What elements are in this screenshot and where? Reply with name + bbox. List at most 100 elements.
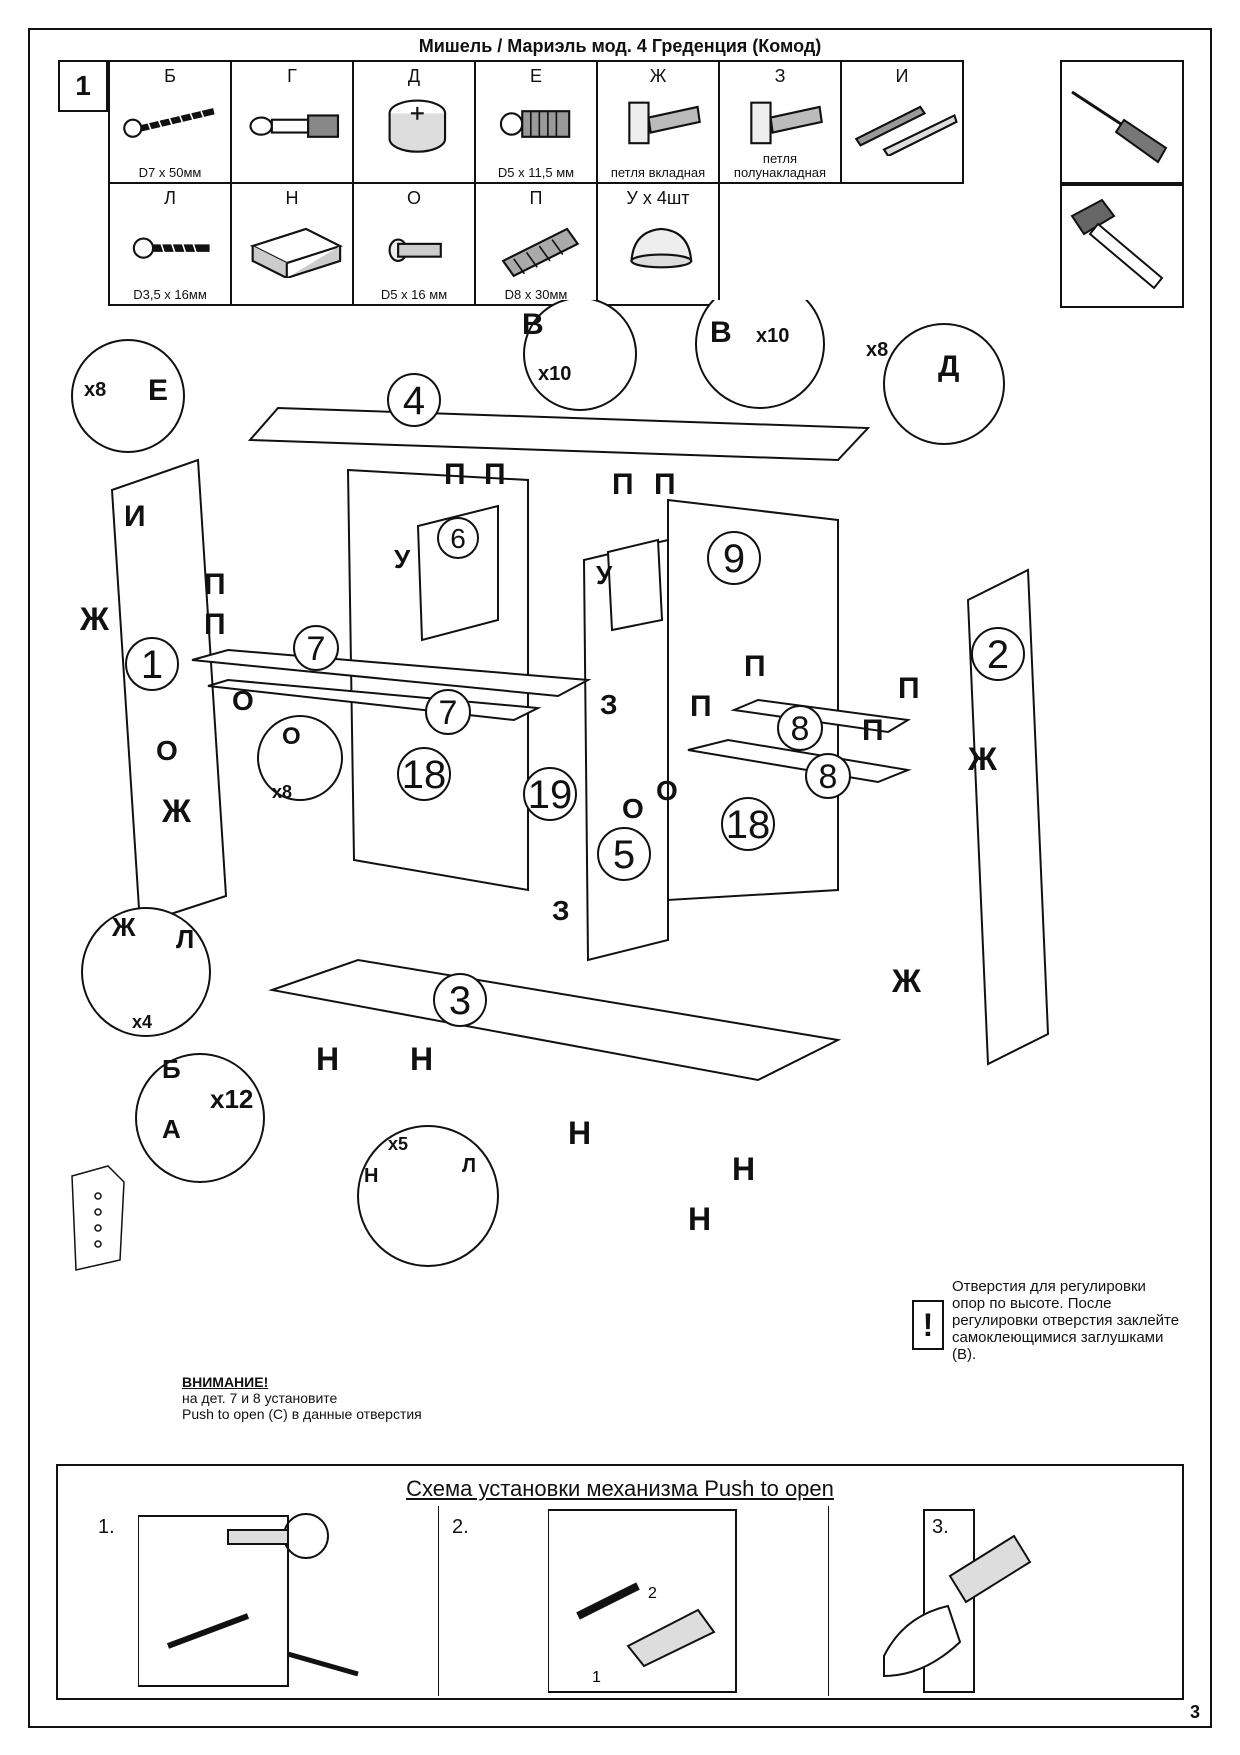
callout-qty: x8 <box>84 379 106 401</box>
push-step-3-label: 3. <box>932 1516 949 1538</box>
page-number: 3 <box>1189 1702 1200 1722</box>
part-cell: З петля полунакладная <box>718 60 842 184</box>
part-letter: Е <box>529 66 542 86</box>
part-label: Н <box>316 1041 339 1077</box>
part-letter: Л <box>164 188 176 208</box>
drawer-front-9 <box>606 538 664 632</box>
part-letter: Г <box>287 66 297 86</box>
warning-line-1: на дет. 7 и 8 установите <box>182 1390 338 1406</box>
step-number: 1 <box>58 60 108 112</box>
part-cell: Г <box>230 60 354 184</box>
panel-number-19: 19 <box>523 767 577 821</box>
panel-number-7a: 7 <box>293 625 339 671</box>
part-caption: петля полунакладная <box>733 151 827 180</box>
part-label: Ж <box>161 793 192 829</box>
part-label: П <box>444 458 466 491</box>
hand-icon <box>883 1604 962 1678</box>
panel-number-18b: 18 <box>721 797 775 851</box>
tools-panel <box>1060 60 1184 308</box>
callout-qty: x4 <box>132 1012 152 1032</box>
panel-num: 7 <box>307 630 326 668</box>
part-letter: Н <box>285 188 299 208</box>
part-label: П <box>690 690 712 723</box>
callout-qty: x10 <box>756 325 789 347</box>
part-label: О <box>622 793 644 824</box>
callout-zh <box>81 907 211 1037</box>
part-cell: Б D7 x 50мм <box>108 60 232 184</box>
part-label: О <box>656 775 678 806</box>
panel-num: 4 <box>403 379 425 423</box>
callout-qty: x8 <box>866 339 888 361</box>
part-label: Ж <box>967 741 998 777</box>
panel-num: 19 <box>528 773 573 817</box>
callout-v <box>523 300 637 411</box>
part-letter: Ж <box>649 66 667 86</box>
part-cell: Е D5 x 11,5 мм <box>474 60 598 184</box>
part-caption: D7 x 50мм <box>138 165 202 180</box>
part-label: З <box>552 895 570 926</box>
page-title: Мишель / Мариэль мод. 4 Греденция (Комод… <box>418 36 822 56</box>
part-label: П <box>898 672 920 705</box>
callout-qty: x12 <box>210 1084 253 1114</box>
callout-letter: Б <box>162 1054 181 1084</box>
screwdriver-icon <box>1071 90 1168 164</box>
callout-letter: Л <box>462 1155 476 1177</box>
warning-exclamation-icon: ! <box>912 1300 944 1350</box>
callout-letter: Д <box>938 350 959 383</box>
panel-num: 8 <box>791 710 810 748</box>
hinge-icon <box>628 101 701 145</box>
panel-number-3: 3 <box>433 973 487 1027</box>
part-label: У <box>394 544 411 574</box>
leg-block-icon <box>249 227 343 278</box>
part-cell: Н <box>230 182 354 306</box>
panel-right-side <box>966 568 1050 1066</box>
panel-number-4: 4 <box>387 373 441 427</box>
push-step-1-label: 1. <box>98 1516 115 1538</box>
callout-letter: Н <box>364 1165 378 1187</box>
part-label: Н <box>732 1151 755 1187</box>
cam-bolt-icon <box>249 114 340 138</box>
panel-num: 9 <box>723 537 745 581</box>
part-cell: Л D3,5 x 16мм <box>108 182 232 306</box>
part-label: О <box>232 685 254 716</box>
callout-d <box>883 323 1005 445</box>
height-adjust-note: Отверстия для регулировки опор по высоте… <box>952 1278 1180 1363</box>
callout-letter: Ж <box>111 912 136 942</box>
panel-left-side <box>110 458 228 926</box>
panel-number-1: 1 <box>125 637 179 691</box>
part-label: П <box>744 650 766 683</box>
callout-letter: В <box>522 308 544 341</box>
warning-title: ВНИМАНИЕ! <box>182 1374 269 1390</box>
tool-cell <box>1060 184 1184 308</box>
part-letter: У x 4шт <box>626 188 690 208</box>
threaded-insert-icon <box>499 110 571 138</box>
part-caption: D3,5 x 16мм <box>133 287 207 302</box>
panel-number-6: 6 <box>437 517 479 559</box>
part-letter: Д <box>407 66 421 86</box>
panel-number-18a: 18 <box>397 747 451 801</box>
part-label: Н <box>568 1115 591 1151</box>
push-open-warning: ВНИМАНИЕ! на дет. 7 и 8 установите Push … <box>182 1374 422 1422</box>
drawer-rail-icon <box>854 105 958 156</box>
tool-cell <box>1060 60 1184 184</box>
callout-letter: Е <box>148 374 168 407</box>
part-caption: петля вкладная <box>610 165 706 180</box>
panel-num: 6 <box>450 523 466 554</box>
detail-holes-sketch <box>71 1165 125 1271</box>
divider <box>828 1506 829 1696</box>
cam-lock-icon <box>388 99 447 153</box>
screw-long-icon <box>123 108 215 138</box>
callout-letter: Л <box>176 924 194 954</box>
part-label: З <box>600 689 618 720</box>
part-label: И <box>124 500 146 533</box>
panel-num: 2 <box>987 633 1009 677</box>
push-step-1-illustration <box>138 1513 359 1687</box>
parts-row-1: Б D7 x 50мм Г Д Е D5 x 11,5 мм Ж петля в… <box>108 60 964 184</box>
panel-num: 8 <box>819 758 838 796</box>
hinge-icon <box>750 101 823 145</box>
shelf-8a <box>730 698 911 734</box>
push-step-2-illustration: 1 2 <box>548 1509 737 1693</box>
part-letter: О <box>406 188 421 208</box>
warning-line-2: Push to open (С) в данные отверстия <box>182 1406 422 1422</box>
bumper-icon <box>630 227 693 269</box>
